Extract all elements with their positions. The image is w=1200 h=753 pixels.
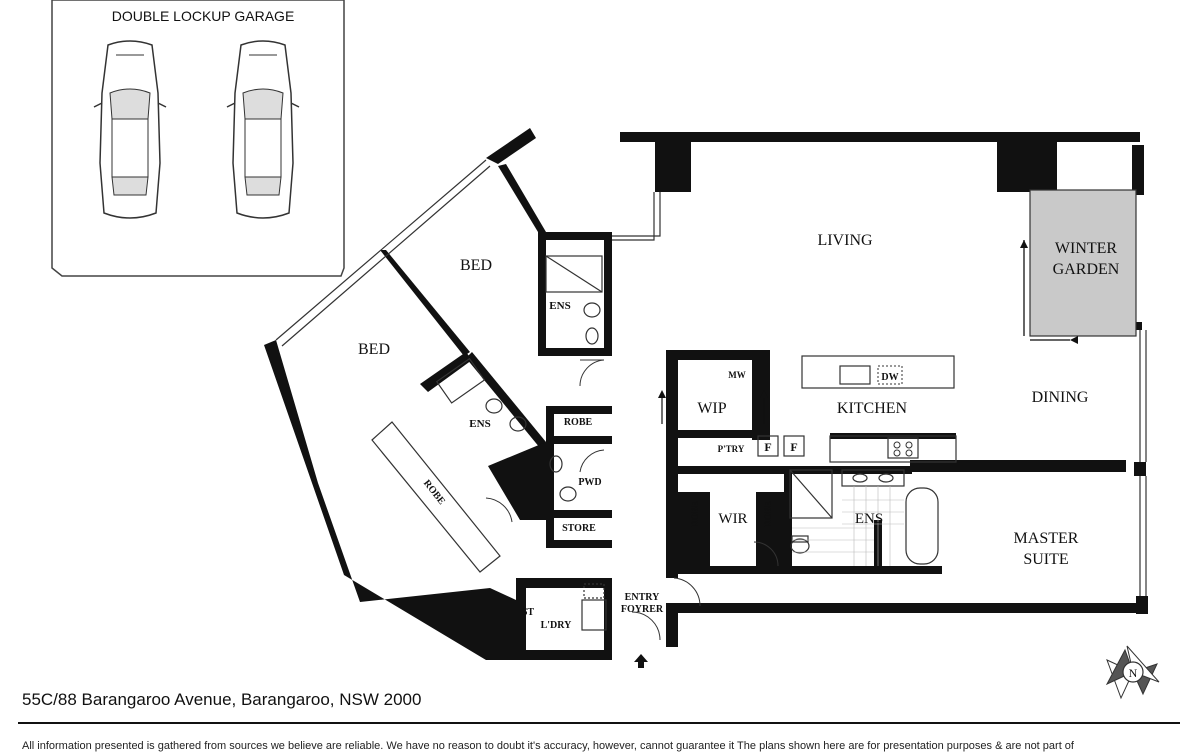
windows bbox=[275, 159, 1147, 596]
fridge-label: F bbox=[764, 440, 771, 454]
store-label: STORE bbox=[562, 523, 596, 534]
walls bbox=[264, 128, 1148, 660]
microwave-label: MW bbox=[728, 370, 746, 380]
fridge-icons: F F bbox=[757, 435, 805, 457]
doors bbox=[485, 359, 779, 641]
bed-label: BED bbox=[460, 257, 492, 274]
garage: DOUBLE LOCKUP GARAGE bbox=[51, 0, 345, 277]
pantry-label: P'TRY bbox=[718, 444, 745, 454]
master-ensuite-fixtures bbox=[789, 469, 939, 565]
garage-outline bbox=[51, 0, 345, 277]
compass-icon: N bbox=[1105, 645, 1160, 700]
diagonal-robe bbox=[371, 421, 501, 573]
living-label: LIVING bbox=[817, 232, 873, 249]
kitchen-island: DW bbox=[801, 355, 955, 389]
car-icon bbox=[93, 40, 167, 219]
kitchen-label: KITCHEN bbox=[837, 400, 908, 417]
master-ensuite-label: ENS bbox=[855, 511, 883, 527]
robe-label: ROBE bbox=[564, 417, 593, 428]
winter-garden-label: GARDEN bbox=[1053, 261, 1120, 278]
winter-garden-label: WINTER bbox=[1055, 240, 1118, 257]
wip-label: WIP bbox=[697, 400, 726, 417]
entry-label: ENTRY bbox=[625, 592, 660, 603]
dishwasher-label: DW bbox=[881, 372, 898, 383]
ensuite-label: ENS bbox=[469, 418, 490, 430]
robe-label: ROBE bbox=[763, 501, 773, 527]
entry-arrow-icon bbox=[634, 654, 648, 668]
laundry-label: L'DRY bbox=[541, 620, 573, 631]
wir-label: WIR bbox=[718, 511, 747, 527]
kitchen-counter bbox=[829, 435, 957, 463]
dining-label: DINING bbox=[1032, 389, 1089, 406]
compass-north-label: N bbox=[1129, 666, 1138, 680]
disclaimer-text: All information presented is gathered fr… bbox=[22, 740, 1074, 752]
storage-label: ST bbox=[522, 607, 535, 618]
entry-label: FOYRER bbox=[621, 604, 664, 615]
bed-label: BED bbox=[358, 341, 390, 358]
master-suite-label: SUITE bbox=[1023, 551, 1068, 568]
fridge-label: F bbox=[790, 440, 797, 454]
robe-label: ROBE bbox=[690, 501, 700, 527]
cooktop-icon bbox=[887, 437, 919, 459]
car-icon bbox=[226, 40, 300, 219]
robe-label: ROBE bbox=[421, 478, 447, 507]
master-suite-label: MASTER bbox=[1014, 530, 1079, 547]
property-address: 55C/88 Barangaroo Avenue, Barangaroo, NS… bbox=[22, 690, 422, 709]
powder-room-label: PWD bbox=[578, 477, 601, 488]
garage-title: DOUBLE LOCKUP GARAGE bbox=[112, 8, 295, 24]
sliding-door-arrows bbox=[658, 390, 768, 424]
tile-grid bbox=[792, 486, 904, 566]
winter-garden: WINTER GARDEN bbox=[1020, 189, 1137, 344]
ensuite-fixtures bbox=[435, 255, 607, 631]
ensuite-label: ENS bbox=[549, 300, 570, 312]
divider bbox=[18, 722, 1180, 724]
